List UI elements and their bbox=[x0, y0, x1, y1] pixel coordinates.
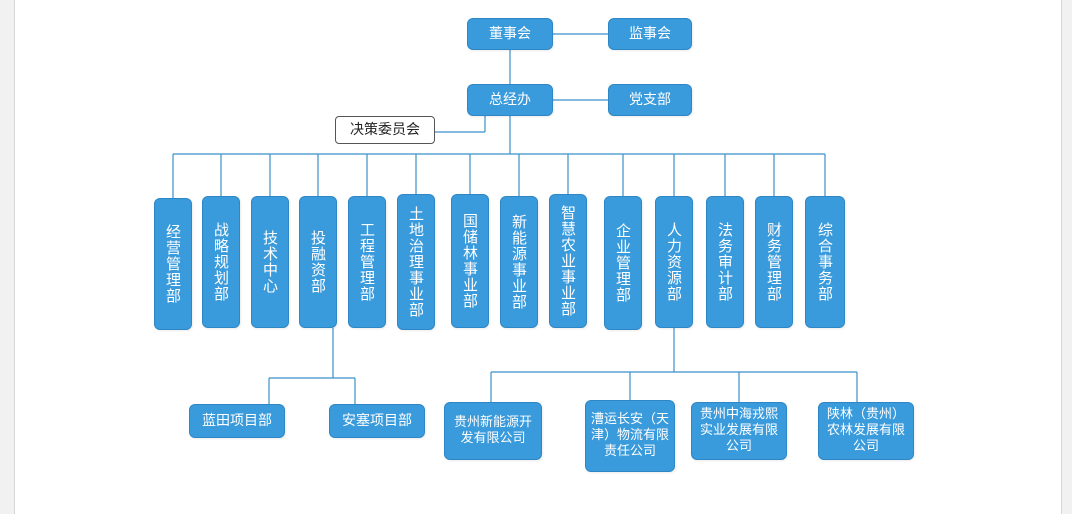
dept-reserve-forest: 国储林事业部 bbox=[451, 194, 489, 328]
org-chart-canvas: 董事会 监事会 总经办 党支部 决策委员会 经营管理部 战略规划部 技术中心 投… bbox=[14, 0, 1062, 514]
dept-finance: 财务管理部 bbox=[755, 196, 793, 328]
company-guizhou-zhonghai: 贵州中海戎熙实业发展有限公司 bbox=[691, 402, 787, 460]
dept-strategy: 战略规划部 bbox=[202, 196, 240, 328]
project-lantian: 蓝田项目部 bbox=[189, 404, 285, 438]
node-party-branch: 党支部 bbox=[608, 84, 692, 116]
dept-general-affairs: 综合事务部 bbox=[805, 196, 845, 328]
connector-lines bbox=[172, 33, 858, 404]
dept-legal-audit: 法务审计部 bbox=[706, 196, 744, 328]
dept-smart-agri: 智慧农业事业部 bbox=[549, 194, 587, 328]
company-caoyun-changan: 漕运长安（天津）物流有限责任公司 bbox=[585, 400, 675, 472]
dept-operations: 经营管理部 bbox=[154, 198, 192, 330]
dept-enterprise: 企业管理部 bbox=[604, 196, 642, 330]
company-shaanlin-guizhou: 陕林（贵州）农林发展有限公司 bbox=[818, 402, 914, 460]
node-gm-office: 总经办 bbox=[467, 84, 553, 116]
node-board: 董事会 bbox=[467, 18, 553, 50]
dept-hr: 人力资源部 bbox=[655, 196, 693, 328]
dept-tech-center: 技术中心 bbox=[251, 196, 289, 328]
dept-engineering: 工程管理部 bbox=[348, 196, 386, 328]
company-guizhou-new-energy: 贵州新能源开发有限公司 bbox=[444, 402, 542, 460]
dept-land: 土地治理事业部 bbox=[397, 194, 435, 330]
project-ansai: 安塞项目部 bbox=[329, 404, 425, 438]
node-supervisory: 监事会 bbox=[608, 18, 692, 50]
dept-new-energy: 新能源事业部 bbox=[500, 196, 538, 328]
node-decision-committee: 决策委员会 bbox=[335, 116, 435, 144]
dept-investment: 投融资部 bbox=[299, 196, 337, 328]
